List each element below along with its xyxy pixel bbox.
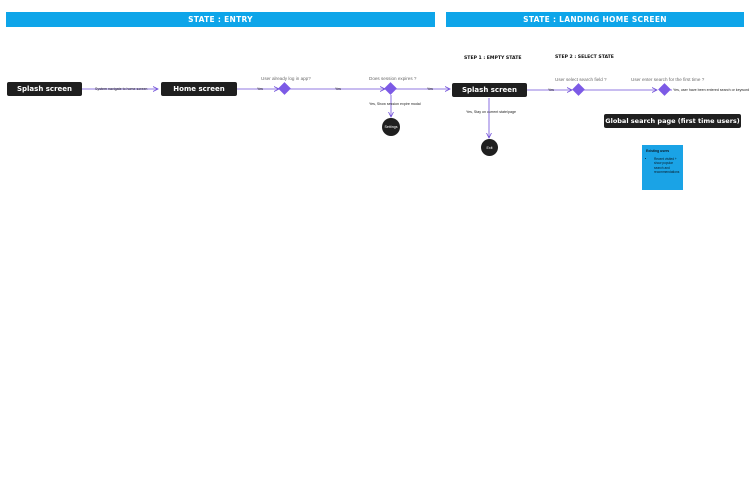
node-splash-screen-entry: Splash screen bbox=[7, 82, 82, 96]
condition-logged-in: User already log in app? bbox=[261, 76, 311, 81]
node-exit-label: Exit bbox=[486, 145, 493, 150]
step-2-heading: STEP 2 : SELECT STATE bbox=[555, 55, 614, 60]
node-splash-screen-landing: Splash screen bbox=[452, 83, 527, 97]
sticky-note-item: Recent visited + show popular search and… bbox=[654, 157, 679, 174]
decision-search-field-diamond bbox=[572, 83, 585, 96]
label-keyword-entered: Yes, user have been entered search or ke… bbox=[673, 88, 750, 92]
label-expire-modal: Yes, Show session expire modal bbox=[369, 102, 421, 106]
node-home-screen-label: Home screen bbox=[173, 85, 225, 93]
node-exit: Exit bbox=[481, 139, 498, 156]
node-global-search-page-label: Global search page (first time users) bbox=[605, 117, 740, 125]
banner-state-entry-label: STATE : ENTRY bbox=[188, 15, 253, 24]
condition-session-expire: Does session expires ? bbox=[369, 76, 417, 81]
label-yes-logged-in: Yes bbox=[257, 87, 263, 91]
condition-select-search: User select search field ? bbox=[555, 77, 607, 82]
banner-state-landing: STATE : LANDING HOME SCREEN bbox=[446, 12, 744, 27]
decision-first-search-diamond bbox=[658, 83, 671, 96]
sticky-note-title: Existing users bbox=[646, 149, 670, 153]
node-home-screen: Home screen bbox=[161, 82, 237, 96]
step-1-heading: STEP 1 : EMPTY STATE bbox=[464, 56, 522, 61]
label-yes-session: Yes bbox=[335, 87, 341, 91]
node-splash-screen-landing-label: Splash screen bbox=[461, 86, 517, 94]
label-stay-page: Yes, Stay on current state/page bbox=[466, 110, 517, 114]
node-global-search-page: Global search page (first time users) bbox=[604, 114, 741, 128]
condition-first-search: User enter search for the first time ? bbox=[631, 77, 705, 82]
label-yes-search-field: Yes bbox=[548, 88, 554, 92]
label-yes-to-splash: Yes bbox=[427, 87, 433, 91]
node-settings-label: Settings bbox=[384, 125, 398, 129]
sticky-note-existing-users: Existing users Recent visited + show pop… bbox=[642, 145, 683, 190]
banner-state-landing-label: STATE : LANDING HOME SCREEN bbox=[523, 15, 667, 24]
sticky-note-list: Recent visited + show popular search and… bbox=[646, 157, 679, 174]
banner-state-entry: STATE : ENTRY bbox=[6, 12, 435, 27]
node-splash-screen-entry-label: Splash screen bbox=[16, 85, 72, 93]
node-settings: Settings bbox=[382, 118, 400, 136]
decision-login-diamond bbox=[278, 82, 291, 95]
label-navigate-home: System navigate to home screen bbox=[95, 87, 148, 91]
decision-session-diamond bbox=[384, 82, 397, 95]
